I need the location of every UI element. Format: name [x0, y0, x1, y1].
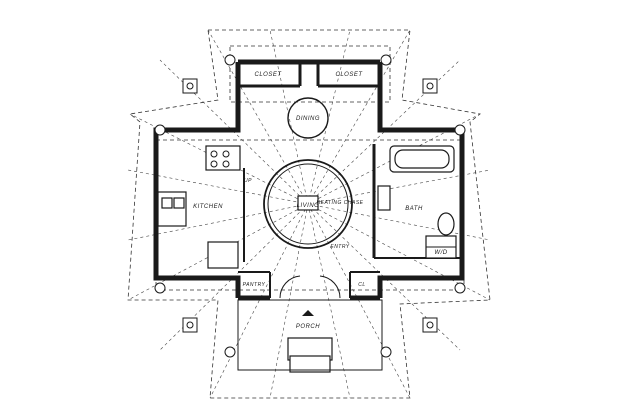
living-rotunda	[263, 159, 353, 249]
kitchen-fixtures	[157, 145, 241, 269]
label-pantry: PANTRY	[243, 282, 266, 288]
label-bath: BATH	[405, 206, 423, 212]
label-wd: W/D	[434, 250, 447, 256]
label-closet-left: CLOSET	[254, 72, 282, 78]
label-entry: ENTRY	[330, 244, 349, 250]
label-living: LIVING	[297, 203, 320, 209]
label-dining: DINING	[296, 116, 320, 122]
label-porch: PORCH	[296, 324, 320, 330]
porch-steps	[237, 275, 383, 373]
site-markers	[154, 54, 466, 358]
label-cl: CL	[358, 282, 365, 288]
label-up: UP	[244, 178, 252, 184]
label-closet-right: CLOSET	[335, 72, 363, 78]
dining-table	[287, 97, 329, 139]
label-kitchen: KITCHEN	[193, 204, 223, 210]
label-heater-chase: HEATING CHASE	[317, 200, 364, 206]
exterior-walls	[153, 59, 465, 301]
bath-fixtures	[377, 145, 457, 259]
